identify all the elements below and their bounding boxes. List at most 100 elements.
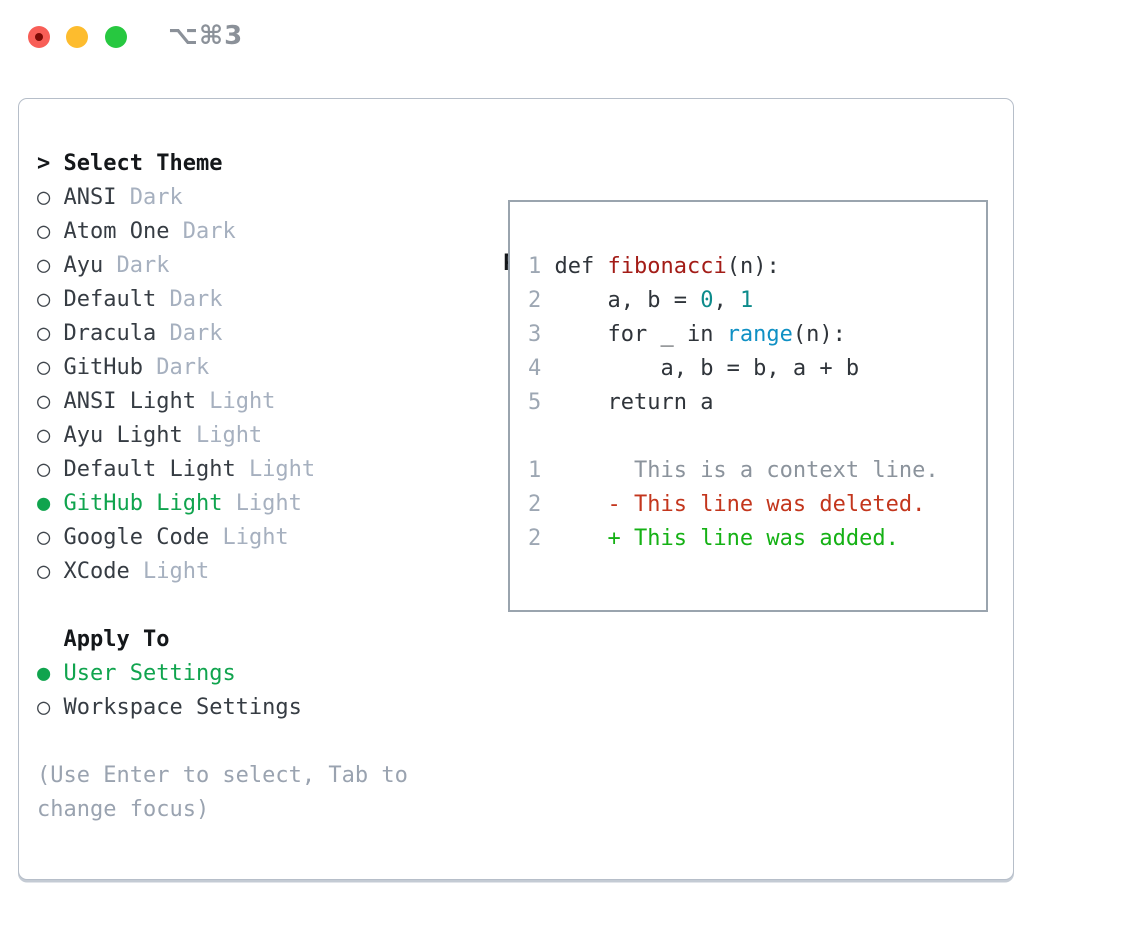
apply-option-label: User Settings	[63, 661, 236, 686]
apply-to-header: Apply To	[37, 623, 408, 657]
theme-name: Google Code	[63, 525, 223, 550]
help-text-line: change focus)	[37, 793, 408, 827]
theme-option-github-light[interactable]: ● GitHub Light Light	[37, 487, 408, 521]
line-number: 3	[528, 322, 555, 347]
theme-variant-tag: Light	[142, 559, 210, 584]
spacer	[37, 725, 408, 759]
code-blank-line	[528, 420, 939, 454]
apply-option-label: Workspace Settings	[63, 695, 302, 720]
radio-unselected-icon: ○	[37, 423, 64, 448]
theme-variant-tag: Dark	[156, 355, 210, 380]
theme-option-google-code[interactable]: ○ Google Code Light	[37, 521, 408, 555]
code-segment: (n):	[726, 254, 780, 279]
code-segment: 0	[700, 288, 714, 313]
radio-unselected-icon: ○	[37, 321, 64, 346]
theme-variant-tag: Light	[195, 423, 263, 448]
radio-unselected-icon: ○	[37, 185, 64, 210]
code-segment: - This line was deleted.	[541, 492, 926, 517]
theme-name: ANSI Light	[63, 389, 210, 414]
theme-option-ayu-light[interactable]: ○ Ayu Light Light	[37, 419, 408, 453]
theme-picker-panel: > Select Theme○ ANSI Dark○ Atom One Dark…	[18, 98, 1014, 880]
zoom-button-icon[interactable]	[105, 26, 127, 48]
code-line: 1 This is a context line.	[528, 454, 939, 488]
radio-unselected-icon: ○	[37, 389, 64, 414]
apply-option-user-settings[interactable]: ● User Settings	[37, 657, 408, 691]
code-segment: + This line was added.	[541, 526, 899, 551]
code-line: 2 + This line was added.	[528, 522, 939, 556]
theme-option-dracula[interactable]: ○ Dracula Dark	[37, 317, 408, 351]
theme-variant-tag: Dark	[182, 219, 236, 244]
theme-variant-tag: Light	[209, 389, 276, 414]
line-number: 2	[528, 492, 542, 517]
theme-variant-tag: Light	[235, 491, 302, 516]
close-button-icon[interactable]	[28, 26, 50, 48]
theme-option-github[interactable]: ○ GitHub Dark	[37, 351, 408, 385]
code-line: 4 a, b = b, a + b	[528, 352, 939, 386]
theme-option-ayu[interactable]: ○ Ayu Dark	[37, 249, 408, 283]
radio-unselected-icon: ○	[37, 559, 64, 584]
theme-variant-tag: Light	[222, 525, 289, 550]
prompt-icon: >	[37, 151, 64, 176]
window-title: ⌥⌘3	[168, 21, 244, 51]
help-text: change focus)	[37, 797, 210, 822]
theme-name: GitHub Light	[63, 491, 236, 516]
radio-selected-icon: ●	[37, 661, 64, 686]
radio-selected-icon: ●	[37, 491, 64, 516]
select-theme-header: > Select Theme	[37, 147, 408, 181]
help-text-line: (Use Enter to select, Tab to	[37, 759, 408, 793]
theme-picker-column: > Select Theme○ ANSI Dark○ Atom One Dark…	[37, 147, 408, 827]
theme-variant-tag: Dark	[116, 253, 170, 278]
code-segment: a, b =	[554, 288, 701, 313]
code-segment: This is a context line.	[541, 458, 939, 483]
radio-unselected-icon: ○	[37, 287, 64, 312]
minimize-button-icon[interactable]	[66, 26, 88, 48]
line-number: 1	[528, 254, 555, 279]
code-segment: 1	[739, 288, 754, 313]
code-segment: return a	[554, 390, 714, 415]
code-line: 2 a, b = 0, 1	[528, 284, 939, 318]
code-segment: a, b = b, a + b	[554, 356, 860, 381]
text	[528, 424, 541, 449]
code-segment: def	[554, 254, 608, 279]
help-text: (Use Enter to select, Tab to	[37, 763, 408, 788]
code-segment: ,	[713, 288, 740, 313]
spacer	[37, 589, 408, 623]
theme-option-ansi[interactable]: ○ ANSI Dark	[37, 181, 408, 215]
line-number: 5	[528, 390, 555, 415]
apply-option-workspace-settings[interactable]: ○ Workspace Settings	[37, 691, 408, 725]
code-line: 2 - This line was deleted.	[528, 488, 939, 522]
line-number: 2	[528, 288, 555, 313]
theme-name: Dracula	[63, 321, 170, 346]
theme-variant-tag: Dark	[129, 185, 183, 210]
code-segment: (n):	[792, 322, 846, 347]
theme-option-atom-one[interactable]: ○ Atom One Dark	[37, 215, 408, 249]
radio-unselected-icon: ○	[37, 695, 64, 720]
radio-unselected-icon: ○	[37, 355, 64, 380]
code-line: 3 for _ in range(n):	[528, 318, 939, 352]
theme-variant-tag: Dark	[169, 321, 223, 346]
theme-name: ANSI	[63, 185, 130, 210]
theme-option-ansi-light[interactable]: ○ ANSI Light Light	[37, 385, 408, 419]
theme-option-default[interactable]: ○ Default Dark	[37, 283, 408, 317]
theme-name: GitHub	[63, 355, 157, 380]
radio-unselected-icon: ○	[37, 219, 64, 244]
code-segment: range	[726, 322, 793, 347]
theme-name: Atom One	[63, 219, 183, 244]
line-number: 1	[528, 458, 542, 483]
theme-name: Default	[63, 287, 170, 312]
line-number: 4	[528, 356, 555, 381]
radio-unselected-icon: ○	[37, 525, 64, 550]
theme-option-default-light[interactable]: ○ Default Light Light	[37, 453, 408, 487]
code-line: 5 return a	[528, 386, 939, 420]
code-segment: for _ in	[554, 322, 727, 347]
theme-name: Ayu	[63, 253, 117, 278]
text	[37, 729, 50, 754]
apply-to-title: Apply To	[37, 627, 170, 652]
text	[37, 593, 50, 618]
theme-name: XCode	[63, 559, 143, 584]
theme-option-xcode[interactable]: ○ XCode Light	[37, 555, 408, 589]
theme-name: Default Light	[63, 457, 249, 482]
